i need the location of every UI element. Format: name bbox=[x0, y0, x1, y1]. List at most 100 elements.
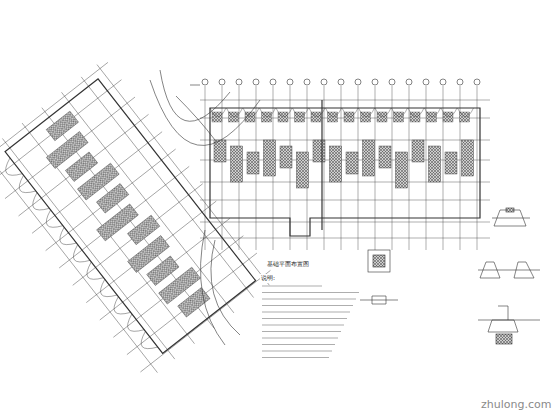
foundation-block bbox=[344, 112, 354, 122]
grid-line bbox=[2, 138, 174, 359]
grid-bubble bbox=[287, 79, 293, 85]
grid-line bbox=[46, 149, 176, 251]
arc bbox=[293, 108, 309, 117]
foundation-block bbox=[363, 140, 375, 176]
foundation-block bbox=[229, 112, 239, 122]
grid-bubble bbox=[423, 79, 429, 85]
grid-line bbox=[62, 92, 234, 313]
foundation-block bbox=[178, 288, 210, 318]
grid-line bbox=[200, 200, 490, 201]
foundation-block bbox=[262, 112, 272, 122]
grid-bubble bbox=[440, 79, 446, 85]
foundation-block bbox=[377, 112, 387, 122]
building-wing bbox=[200, 79, 490, 250]
arc bbox=[14, 175, 36, 198]
foundation-block bbox=[396, 152, 408, 188]
note-line bbox=[262, 312, 350, 313]
drawing-label: 说明: bbox=[260, 274, 276, 283]
foundation-block bbox=[278, 112, 288, 122]
watermark: zhulong.com bbox=[480, 398, 552, 411]
note-line bbox=[262, 318, 347, 319]
grid-bubble bbox=[253, 79, 259, 85]
arc bbox=[359, 108, 375, 117]
building-wing bbox=[0, 58, 277, 380]
grid-line bbox=[127, 253, 257, 355]
foundation-block bbox=[311, 112, 321, 122]
grid-line bbox=[81, 77, 253, 298]
grid-line bbox=[5, 97, 135, 199]
arc bbox=[375, 108, 391, 117]
arc bbox=[425, 108, 441, 117]
foundation-block bbox=[445, 152, 457, 174]
note-line bbox=[262, 357, 329, 358]
grid-line bbox=[140, 270, 270, 372]
foundation-block bbox=[460, 112, 470, 122]
grid-line bbox=[22, 123, 194, 344]
grid-bubble bbox=[372, 79, 378, 85]
grid-line bbox=[205, 86, 206, 250]
arc bbox=[408, 108, 424, 117]
grid-bubble bbox=[304, 79, 310, 85]
foundation-block bbox=[412, 140, 424, 162]
arc bbox=[441, 108, 457, 117]
foundation-block bbox=[443, 112, 453, 122]
note-lines bbox=[262, 286, 359, 358]
note-line bbox=[262, 286, 322, 287]
foundation-block bbox=[231, 146, 243, 182]
foundation-block bbox=[313, 140, 325, 162]
grid-bubble bbox=[219, 79, 225, 85]
building-outline bbox=[210, 108, 480, 236]
grid-line bbox=[200, 182, 490, 183]
grid-line bbox=[200, 238, 490, 239]
building-outline bbox=[5, 79, 256, 353]
foundation-block bbox=[328, 112, 338, 122]
grid-line bbox=[73, 184, 203, 286]
arc bbox=[68, 245, 90, 268]
foundation-block bbox=[330, 146, 342, 182]
note-line bbox=[262, 338, 338, 339]
foundation-block bbox=[247, 152, 259, 174]
grid-line bbox=[0, 80, 121, 182]
note-line bbox=[262, 299, 356, 300]
foundation-block bbox=[462, 140, 474, 176]
arc bbox=[136, 331, 158, 354]
grid-bubble bbox=[202, 79, 208, 85]
drawing-label: 基础平面布置图 bbox=[266, 260, 310, 269]
grid-bubble bbox=[355, 79, 361, 85]
grid-bubble bbox=[321, 79, 327, 85]
grid-bubble bbox=[474, 79, 480, 85]
note-line bbox=[262, 305, 353, 306]
grid-line bbox=[200, 100, 490, 101]
foundation-block bbox=[410, 112, 420, 122]
arc bbox=[392, 108, 408, 117]
grid-bubble bbox=[406, 79, 412, 85]
grid-bubble bbox=[338, 79, 344, 85]
grid-line bbox=[460, 86, 461, 250]
grid-line bbox=[477, 86, 478, 250]
foundation-block bbox=[280, 146, 292, 168]
grid-line bbox=[443, 86, 444, 250]
grid-line bbox=[200, 140, 490, 141]
note-line bbox=[262, 331, 341, 332]
grid-bubble bbox=[270, 79, 276, 85]
arc bbox=[28, 193, 50, 216]
note-line bbox=[262, 351, 332, 352]
grid-bubble bbox=[389, 79, 395, 85]
note-line bbox=[262, 344, 335, 345]
note-line bbox=[262, 292, 359, 293]
arc bbox=[41, 210, 63, 233]
arc bbox=[458, 108, 474, 117]
grid-line bbox=[19, 114, 149, 216]
grid-line bbox=[42, 108, 214, 329]
arc bbox=[326, 108, 342, 117]
arc bbox=[122, 314, 144, 337]
foundation-block bbox=[346, 152, 358, 174]
foundation-block bbox=[295, 112, 305, 122]
arc bbox=[276, 108, 292, 117]
foundation-block bbox=[297, 152, 309, 188]
foundation-block bbox=[429, 146, 441, 182]
foundation-block bbox=[212, 112, 222, 122]
grid-line bbox=[100, 218, 230, 320]
